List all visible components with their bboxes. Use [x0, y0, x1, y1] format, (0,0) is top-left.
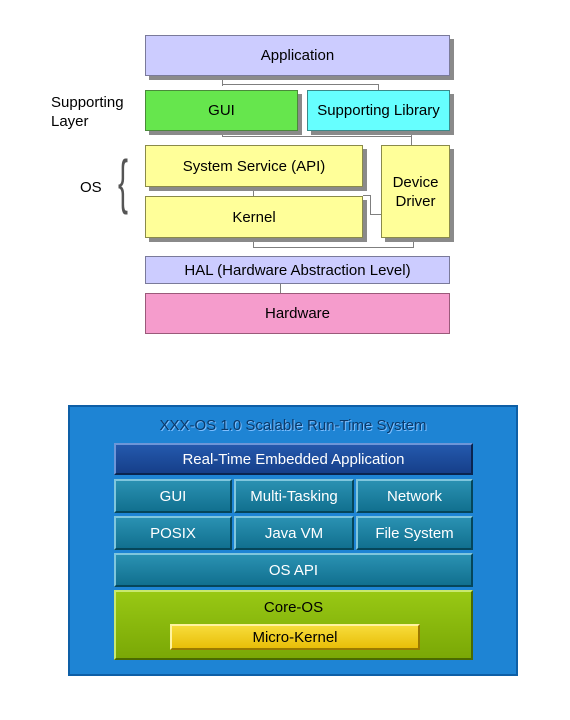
connector: [253, 238, 254, 248]
kernel-label: Kernel: [232, 208, 276, 226]
multi-tasking-tile: Multi-Tasking: [234, 479, 354, 513]
connector: [222, 131, 223, 137]
os-brace: {: [118, 148, 129, 215]
core-os-label: Core-OS: [263, 599, 324, 616]
application-box: Application: [145, 35, 450, 76]
hardware-label: Hardware: [264, 305, 331, 322]
connector: [413, 238, 414, 248]
hal-box: HAL (Hardware Abstraction Level): [145, 256, 450, 284]
gui-box: GUI: [145, 90, 298, 131]
java-vm-tile: Java VM: [234, 516, 354, 550]
posix-tile: POSIX: [114, 516, 232, 550]
connector: [253, 247, 413, 248]
runtime-system-title: XXX-OS 1.0 Scalable Run-Time System: [159, 417, 427, 434]
connector: [222, 136, 412, 137]
connector: [378, 84, 379, 92]
system-service-label: System Service (API): [182, 157, 326, 175]
realtime-app-bar: Real-Time Embedded Application: [114, 443, 473, 475]
connector: [222, 84, 379, 85]
hardware-box: Hardware: [145, 293, 450, 334]
connector: [222, 76, 223, 86]
os-api-bar: OS API: [114, 553, 473, 587]
gui-label: GUI: [208, 102, 235, 119]
file-system-tile: File System: [356, 516, 473, 550]
application-label: Application: [260, 47, 335, 64]
supporting-library-box: Supporting Library: [307, 90, 450, 131]
kernel-box: Kernel: [145, 196, 363, 238]
connector: [280, 284, 281, 293]
system-service-box: System Service (API): [145, 145, 363, 187]
connector: [253, 187, 254, 196]
os-label: OS: [80, 179, 102, 196]
supporting-layer-label: Supporting Layer: [51, 94, 124, 130]
hal-label: HAL (Hardware Abstraction Level): [184, 261, 411, 279]
supporting-library-label: Supporting Library: [317, 102, 440, 119]
gui-tile: GUI: [114, 479, 232, 513]
connector: [370, 195, 371, 215]
connector: [411, 131, 412, 147]
micro-kernel-bar: Micro-Kernel: [170, 624, 420, 650]
connector: [363, 195, 370, 196]
connector: [370, 214, 381, 215]
device-driver-box: Device Driver: [381, 145, 450, 238]
network-tile: Network: [356, 479, 473, 513]
